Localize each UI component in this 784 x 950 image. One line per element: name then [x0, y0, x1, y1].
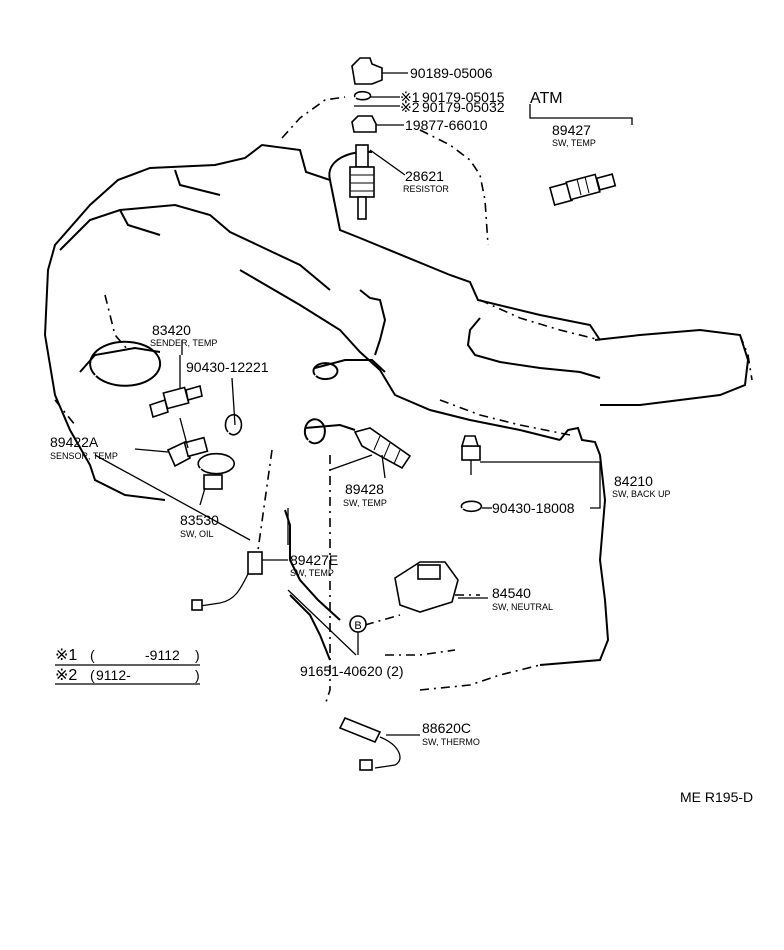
atm-label: ATM [530, 90, 563, 107]
part-number-label: 88620C [422, 720, 471, 736]
leader-lines [179, 340, 373, 656]
note-bracket: ) [195, 667, 200, 683]
note-bracket: ) [195, 647, 200, 663]
part-number-label: 90430-12221 [186, 359, 269, 375]
atm-bracket [529, 104, 633, 125]
part-number-label: 91651-40620 (2) [300, 663, 404, 679]
part-number-label: 90189-05006 [410, 65, 493, 81]
sensor-temp-part [134, 436, 209, 468]
atm-sw-temp-part [548, 173, 617, 207]
part-number-label: 90430-18008 [492, 500, 575, 516]
part-desc-label: SW, THERMO [422, 737, 480, 747]
diagram-code: ME R195-D [680, 789, 753, 805]
part-number-label: 19877-66010 [405, 117, 488, 133]
part-desc-label: RESISTOR [403, 184, 449, 194]
note-mark: ※1 [400, 89, 420, 105]
part-number-label: 83530 [180, 512, 219, 528]
washer-part [460, 462, 601, 513]
bolt-marker-label: B [354, 620, 361, 632]
resistor-part [349, 144, 406, 220]
thermo-switch-part [338, 716, 420, 771]
note-bracket: ( [90, 647, 95, 663]
part-number-label: 84540 [492, 585, 531, 601]
cap-part [351, 105, 404, 133]
part-desc-label: SW, OIL [180, 529, 214, 539]
part-desc-label: SENSOR, TEMP [50, 451, 118, 461]
phantom-lines [54, 96, 753, 706]
sw-temp-wire-part [191, 551, 288, 611]
note-range: -9112 [145, 647, 180, 663]
engine-outline [44, 143, 750, 666]
part-number-label: 84210 [614, 473, 653, 489]
note-mark: ※1 [55, 647, 77, 664]
back-up-switch-part [460, 435, 600, 475]
part-number-label: 89428 [345, 481, 384, 497]
part-number-label: 90179-05015 [422, 89, 505, 105]
part-desc-label: SW, BACK UP [612, 489, 671, 499]
part-number-label: 89422A [50, 434, 99, 450]
note-mark: ※2 [400, 99, 420, 115]
part-number-label: 90179-05032 [422, 99, 505, 115]
labels: 90189-05006 ※1 90179-05015 ※2 90179-0503… [50, 65, 753, 805]
part-number-label: 89427E [290, 552, 338, 568]
part-number-label: 83420 [152, 322, 191, 338]
neutral-switch-part [394, 561, 488, 613]
note-mark: ※2 [55, 667, 77, 684]
note-range: 9112- [96, 667, 131, 683]
oil-sw-part [94, 452, 251, 541]
note-bracket: ( [90, 667, 95, 683]
sw-temp-center-part [353, 427, 412, 479]
part-number-label: 28621 [405, 168, 444, 184]
part-number-label: 89427 [552, 122, 591, 138]
ring-part [224, 377, 243, 436]
part-desc-label: SENDER, TEMP [150, 338, 217, 348]
part-desc-label: SW, TEMP [343, 498, 387, 508]
gasket-1 [353, 90, 400, 101]
bolt-b-marker: B [349, 615, 367, 655]
part-desc-label: SW, TEMP [552, 138, 596, 148]
sender-temp-part [149, 355, 203, 419]
part-desc-label: SW, NEUTRAL [492, 602, 553, 612]
connector-part [351, 57, 408, 85]
part-desc-label: SW, TEMP [290, 568, 334, 578]
